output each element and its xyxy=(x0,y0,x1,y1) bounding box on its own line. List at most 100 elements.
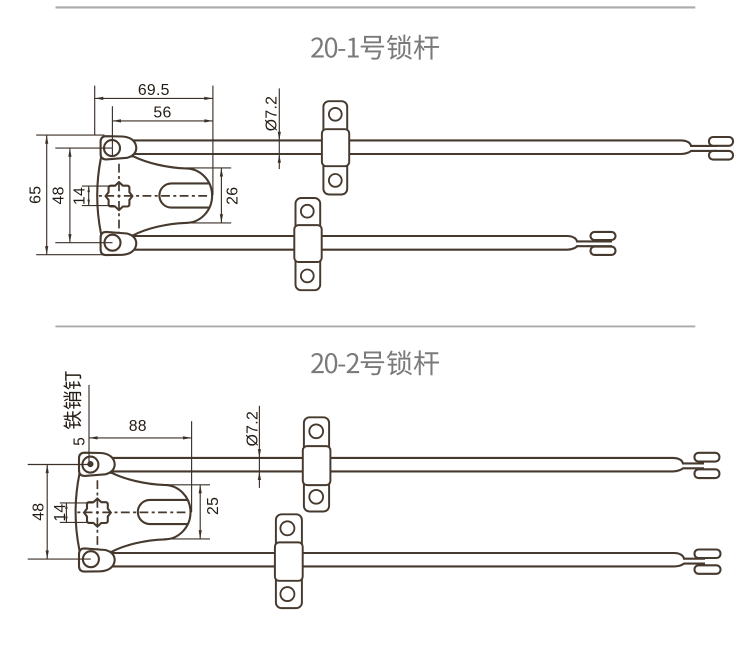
iron-pin-dot xyxy=(87,461,94,468)
glyph-杆 xyxy=(413,34,440,60)
guide-hole-bottom xyxy=(279,586,296,603)
lock-head-bracket xyxy=(74,451,192,573)
rod-body-outline xyxy=(133,234,612,251)
guide-hole-top xyxy=(327,106,343,122)
dimension-arrowhead xyxy=(68,234,72,243)
rod-body-outline xyxy=(133,139,717,156)
guide-plate-upper xyxy=(301,416,332,513)
dimension-arrowhead xyxy=(277,154,281,163)
rod-body-fill xyxy=(133,140,717,154)
rod-body-outline xyxy=(111,456,704,473)
dimension-arrowhead xyxy=(219,214,223,223)
dimension-arrowhead xyxy=(257,449,261,458)
lock-head-bracket xyxy=(96,135,214,257)
rod-end-tab-upper xyxy=(693,548,722,560)
bracket-slot xyxy=(158,182,210,209)
dim-overall-height: 65 xyxy=(27,186,44,204)
dimension-arrowhead xyxy=(65,502,68,509)
dimension-arrowhead xyxy=(45,550,49,560)
guide-hole-bottom xyxy=(299,268,315,284)
guide-hole-bottom xyxy=(308,488,325,505)
dimension-arrowhead xyxy=(89,436,98,440)
diagram-20-2: 铁销钉885481425Ø7.2 xyxy=(27,371,722,610)
dimension-arrowhead xyxy=(65,516,68,523)
rod-lower xyxy=(133,230,617,256)
guide-hole-top xyxy=(299,203,315,219)
dimension-arrowhead xyxy=(198,484,202,494)
glyph-1 xyxy=(347,37,359,58)
dimensions-20-2: 88 5 48 14 25 Ø7.2 xyxy=(27,384,261,560)
glyph-- xyxy=(338,48,346,51)
rod-lower xyxy=(111,548,722,575)
guide-plate-lower xyxy=(293,197,323,292)
dimension-arrowhead xyxy=(45,464,49,474)
glyph-铁 xyxy=(63,410,82,430)
dimension-arrowhead xyxy=(257,471,261,480)
rod-end-tab-upper xyxy=(707,135,735,147)
dimension-arrowhead xyxy=(68,148,72,157)
dim-center-cross: 14 xyxy=(71,187,88,205)
rod-body-fill xyxy=(133,236,612,250)
rod-body-fill xyxy=(111,457,704,472)
glyph-锁 xyxy=(386,350,412,376)
glyph-2 xyxy=(346,352,360,374)
dim-hole-spacing: 48 xyxy=(30,503,47,521)
dimension-arrowhead xyxy=(219,167,223,177)
iron-pin-label-glyphs xyxy=(63,371,82,430)
dimension-arrowhead xyxy=(198,530,202,539)
guide-box xyxy=(301,445,332,487)
section-title-2-glyphs xyxy=(311,350,440,376)
dimension-arrowhead xyxy=(45,135,49,144)
guide-plate-lower xyxy=(273,513,304,610)
glyph-销 xyxy=(63,391,82,410)
dim-center-cross: 14 xyxy=(52,504,69,522)
dimension-arrowhead xyxy=(45,246,49,255)
rod-end-tab-lower xyxy=(693,564,722,575)
rod-body-outline xyxy=(111,551,705,568)
rod-end-tab-lower xyxy=(589,245,617,256)
rod-end-tab-lower xyxy=(693,468,721,480)
guide-hole-top xyxy=(308,423,325,440)
dim-arc-chord: 25 xyxy=(205,497,222,515)
glyph-锁 xyxy=(386,34,412,60)
guide-plate-upper xyxy=(320,100,351,196)
dim-rod-diameter: Ø7.2 xyxy=(264,96,281,131)
rod-body-fill xyxy=(111,553,705,567)
guide-box xyxy=(320,128,351,168)
section-title-1-glyphs xyxy=(311,34,440,60)
bracket-slot xyxy=(136,498,188,526)
bracket-body xyxy=(74,471,192,553)
dim-hole-to-arc: 56 xyxy=(153,105,171,122)
dimension-arrowhead xyxy=(87,199,90,206)
guide-hole-bottom xyxy=(327,173,343,188)
dimension-arrowhead xyxy=(204,119,213,123)
guide-hole-top xyxy=(279,520,296,537)
glyph-2 xyxy=(311,37,324,58)
glyph-号 xyxy=(360,351,385,376)
dimension-arrowhead xyxy=(183,436,192,440)
rod-end-tab-upper xyxy=(589,230,617,242)
guide-box xyxy=(293,224,323,263)
dim-overall-width: 69.5 xyxy=(138,82,170,99)
dimension-arrowhead xyxy=(204,96,213,100)
dim-rod-diameter: Ø7.2 xyxy=(244,411,261,446)
dimension-arrowhead xyxy=(112,119,121,123)
glyph-钉 xyxy=(63,371,82,390)
dimension-arrowhead xyxy=(277,131,281,141)
dim-hole-to-arc: 88 xyxy=(129,418,147,435)
dim-pin-size: 5 xyxy=(72,437,89,446)
glyph-2 xyxy=(311,352,324,374)
glyph-- xyxy=(338,364,346,367)
dimension-arrowhead xyxy=(87,186,90,193)
guide-box xyxy=(273,541,304,582)
dim-hole-spacing: 48 xyxy=(50,186,67,204)
dimension-arrowhead xyxy=(94,96,104,100)
glyph-杆 xyxy=(413,350,440,376)
rod-end-tab-upper xyxy=(693,451,721,463)
dim-arc-chord: 26 xyxy=(225,187,242,205)
bracket-body xyxy=(96,155,214,237)
glyph-号 xyxy=(360,35,385,60)
